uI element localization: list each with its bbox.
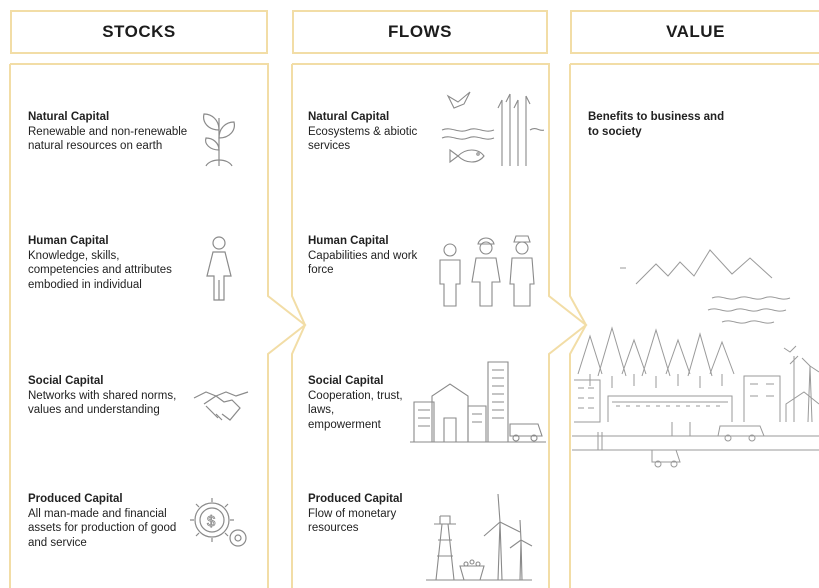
svg-text:$: $ <box>207 513 216 530</box>
flows-produced-capital: Produced Capital Flow of monetary resour… <box>308 493 403 534</box>
flows-panel <box>292 63 588 588</box>
stocks-natural-capital: Natural Capital Renewable and non-renewa… <box>28 111 188 152</box>
landscape-icon <box>572 236 819 468</box>
stocks-produced-capital: Produced Capital All man-made and financ… <box>28 493 177 549</box>
industry-icon <box>424 486 534 582</box>
flows-panel-left <box>291 64 307 588</box>
flows-human-capital: Human Capital Capabilities and work forc… <box>308 235 418 276</box>
ecosystem-icon <box>440 86 544 172</box>
stocks-social-capital: Social Capital Networks with shared norm… <box>28 375 177 416</box>
flows-social-capital: Social Capital Cooperation, trust, laws,… <box>308 375 403 431</box>
flows-natural-capital: Natural Capital Ecosystems & abiotic ser… <box>308 111 418 152</box>
workers-icon <box>436 230 546 308</box>
stocks-human-capital: Human Capital Knowledge, skills, compete… <box>28 235 172 291</box>
person-icon <box>204 236 234 302</box>
value-benefits: Benefits to business and to society <box>588 111 725 138</box>
city-icon <box>408 358 548 444</box>
stocks-header: STOCKS <box>10 10 268 54</box>
handshake-icon <box>192 384 250 428</box>
dollar-gears-icon: $ <box>186 496 252 552</box>
value-panel-left <box>569 64 588 588</box>
flows-header: FLOWS <box>292 10 548 54</box>
plant-icon <box>196 108 242 168</box>
stocks-panel <box>10 63 307 588</box>
value-header: VALUE <box>570 10 819 54</box>
